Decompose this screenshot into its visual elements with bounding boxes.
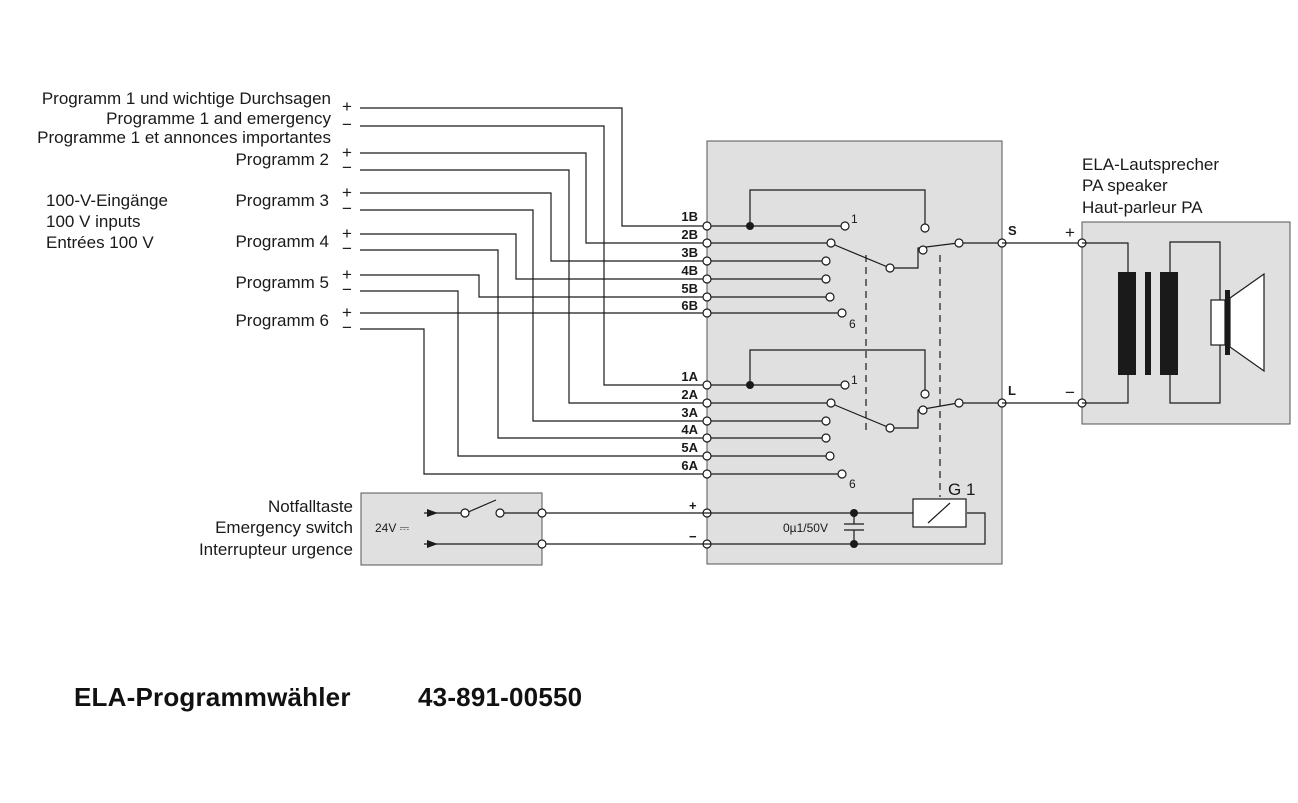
terminal-3a: 3A [681,405,698,420]
terminal-l: L [1008,383,1016,398]
program1-label-de: Programm 1 und wichtige Durchsagen [42,89,331,108]
in2-minus: − [342,158,352,177]
product-title: ELA-Programmwähler [74,682,351,712]
in6-minus: − [342,318,352,337]
terminal-5b: 5B [681,281,698,296]
program1-label-en: Programme 1 and emergency [106,109,331,128]
in1-minus: − [342,115,352,134]
emergency-switch: 24V ⎓ Notfalltaste Emergency switch Inte… [199,497,707,559]
switch-a-pos1: 1 [851,373,858,387]
inputs-group-label-fr: Entrées 100 V [46,233,154,252]
program4-label: Programm 4 [235,232,329,251]
terminal-6a: 6A [681,458,698,473]
program-selector-box [706,140,1003,565]
in3-minus: − [342,199,352,218]
emergency-switch-box [360,492,543,566]
transformer-primary [1118,272,1136,375]
terminal-6b: 6B [681,298,698,313]
speaker-label-de: ELA-Lautsprecher [1082,155,1219,174]
transformer-core [1145,272,1151,375]
in4-minus: − [342,239,352,258]
terminal-2b: 2B [681,227,698,242]
in5-plus: + [342,265,352,284]
program3-label: Programm 3 [235,191,329,210]
product-code: 43-891-00550 [418,682,583,712]
emergency-label-fr: Interrupteur urgence [199,540,353,559]
input-wires [360,107,707,475]
speaker-label-fr: Haut-parleur PA [1082,198,1203,217]
program2-label: Programm 2 [235,150,329,169]
input-polarity-marks: + − + − + − + − + − + − [342,97,352,337]
inputs-group-label-de: 100-V-Eingänge [46,191,168,210]
terminal-4a: 4A [681,422,698,437]
box-terminals [702,221,1007,549]
speaker-minus: − [1065,383,1075,402]
pa-speaker: ELA-Lautsprecher PA speaker Haut-parleur… [1002,155,1265,408]
speaker-plus: + [1065,223,1075,242]
in2-plus: + [342,143,352,162]
in3-plus: + [342,183,352,202]
speaker-cone-icon [1229,272,1265,373]
program5-label: Programm 5 [235,273,329,292]
switch-b-pos6: 6 [849,317,856,331]
inputs-group-label-en: 100 V inputs [46,212,141,231]
transformer-secondary [1160,272,1178,375]
program6-label: Programm 6 [235,311,329,330]
terminal-labels: 1B 2B 3B 4B 5B 6B 1A 2A 3A 4A 5A 6A [681,209,698,473]
in1-plus: + [342,97,352,116]
supply-minus: − [689,529,697,544]
selector-switch-b: 1 6 [707,189,1002,331]
input-labels: Programm 1 und wichtige Durchsagen Progr… [37,89,331,330]
terminal-5a: 5A [681,440,698,455]
program1-label-fr: Programme 1 et annonces importantes [37,128,331,147]
relay-label: G 1 [948,480,975,499]
terminal-2a: 2A [681,387,698,402]
terminal-3b: 3B [681,245,698,260]
terminal-1b: 1B [681,209,698,224]
in4-plus: + [342,224,352,243]
switch-a-pos6: 6 [849,477,856,491]
supply-plus: + [689,498,697,513]
terminal-1a: 1A [681,369,698,384]
switch-b-pos1: 1 [851,212,858,226]
relay-g1: G 1 0µ1/50V [707,480,986,548]
capacitor-label: 0µ1/50V [783,521,828,535]
speaker-label-en: PA speaker [1082,176,1168,195]
terminal-4b: 4B [681,263,698,278]
emergency-label-de: Notfalltaste [268,497,353,516]
terminal-s: S [1008,223,1017,238]
selector-switch-a: 1 6 [707,349,1002,491]
in6-plus: + [342,303,352,322]
in5-minus: − [342,280,352,299]
supply-voltage: 24V ⎓ [375,521,410,535]
emergency-label-en: Emergency switch [215,518,353,537]
